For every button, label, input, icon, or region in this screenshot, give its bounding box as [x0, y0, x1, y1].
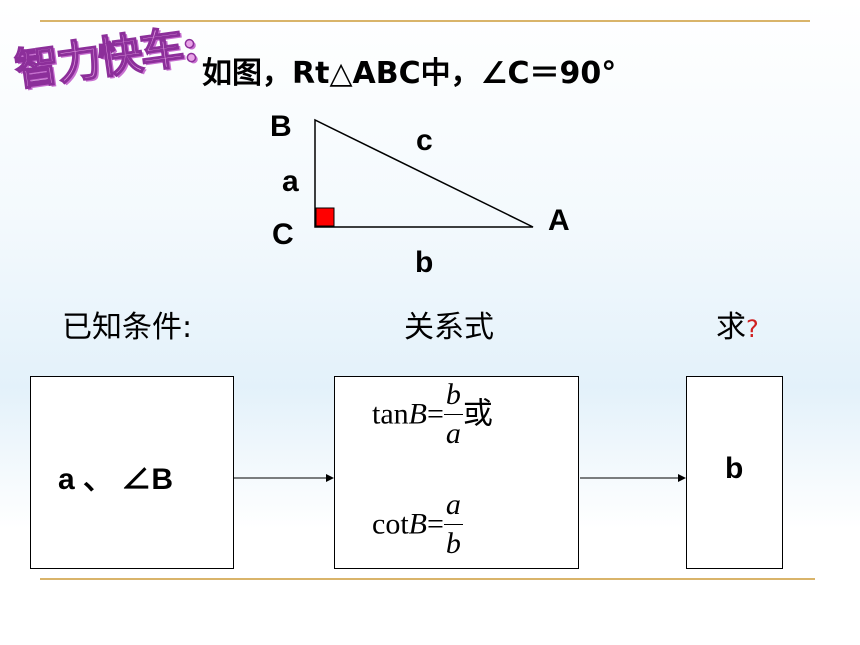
- question-mark-icon: ?: [746, 315, 759, 343]
- problem-statement: 如图，Rt△ABC中，∠C＝90°: [202, 56, 617, 91]
- result-box: [686, 376, 783, 569]
- cot-function: cot: [372, 507, 409, 541]
- known-value: a 、 ∠B: [58, 463, 174, 496]
- tan-function: tan: [372, 397, 409, 431]
- or-word: 或: [462, 396, 493, 432]
- cot-numerator: a: [443, 486, 463, 525]
- tan-equals: =: [426, 397, 444, 431]
- vertex-b-label: B: [270, 110, 292, 143]
- relation-box: [334, 376, 579, 569]
- arrow-head-1: [326, 474, 334, 482]
- arrow-head-2: [678, 474, 686, 482]
- known-heading: 已知条件:: [62, 310, 193, 345]
- side-c-label: c: [416, 124, 433, 157]
- cot-equals: =: [426, 507, 444, 541]
- result-value: b: [725, 452, 744, 485]
- tan-numerator: b: [443, 376, 463, 415]
- side-a-label: a: [282, 165, 299, 198]
- bottom-rule: [40, 578, 815, 580]
- find-label: 求: [716, 310, 746, 345]
- right-triangle: [314, 118, 534, 228]
- tan-variable: B: [408, 397, 427, 431]
- tan-denominator: a: [445, 417, 461, 450]
- top-rule: [40, 20, 810, 22]
- cot-variable: B: [408, 507, 427, 541]
- cot-denominator: b: [445, 527, 461, 560]
- vertex-a-label: A: [548, 204, 570, 237]
- vertex-c-label: C: [272, 218, 294, 251]
- right-angle-marker: [315, 207, 335, 227]
- find-heading: 求?: [716, 302, 759, 346]
- side-b-label: b: [415, 246, 434, 279]
- known-box: [30, 376, 234, 569]
- relation-heading: 关系式: [404, 310, 494, 345]
